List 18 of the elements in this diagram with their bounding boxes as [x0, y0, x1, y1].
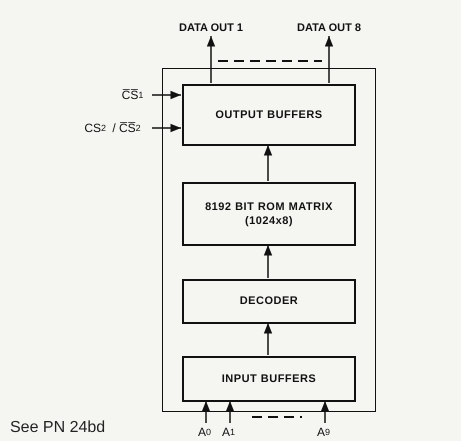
arrow — [202, 401, 210, 423]
arrow — [264, 245, 272, 278]
arrow — [152, 124, 181, 132]
arrow — [264, 323, 272, 355]
arrow — [320, 401, 330, 423]
note-text: See PN 24bd — [10, 419, 106, 437]
arrow — [324, 36, 334, 83]
arrow — [226, 401, 234, 423]
signal-label: DATA OUT 8 — [284, 20, 374, 36]
chip-outline — [162, 68, 376, 412]
process-box: OUTPUT BUFFERS — [182, 84, 356, 146]
arrow — [152, 90, 181, 100]
process-box: 8192 BIT ROM MATRIX (1024x8) — [182, 182, 356, 246]
process-box: DECODER — [182, 279, 356, 324]
arrow — [206, 36, 216, 83]
process-box: INPUT BUFFERS — [182, 356, 356, 402]
arrow — [264, 145, 272, 181]
signal-label: DATA OUT 1 — [166, 20, 256, 36]
